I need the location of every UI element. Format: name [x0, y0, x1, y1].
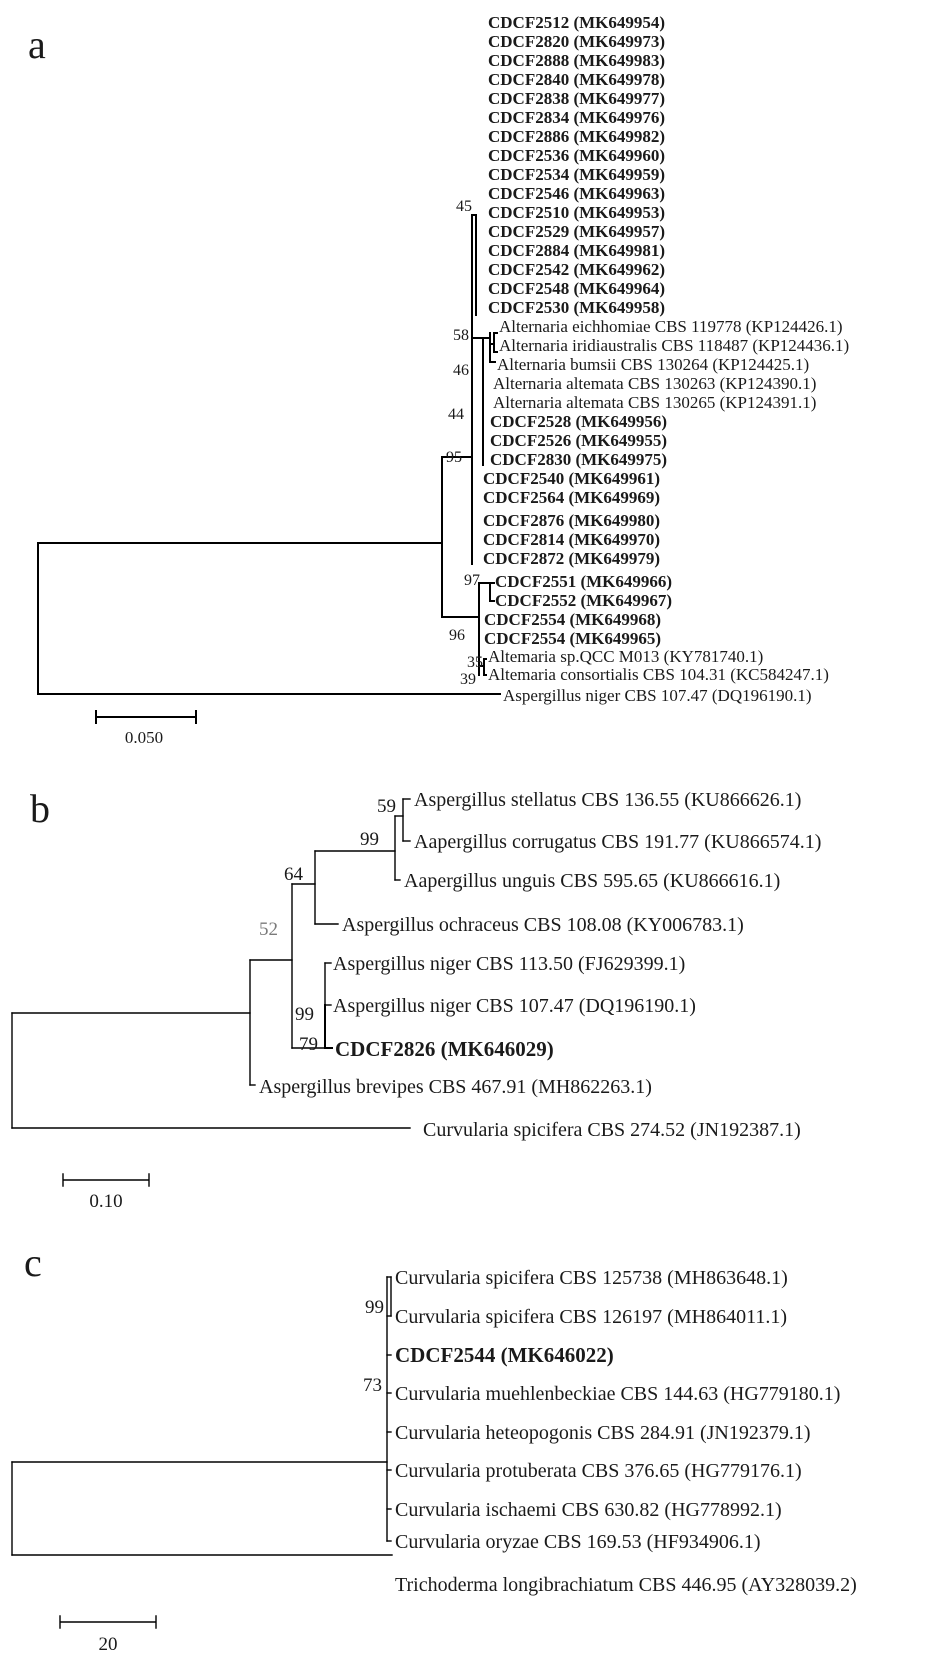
- panel-c: c Curvularia spicifera CBS 125738 (MH863…: [11, 1240, 857, 1655]
- taxon-label: Curvularia ischaemi CBS 630.82 (HG778992…: [395, 1499, 782, 1521]
- tree-a-taxa: CDCF2512 (MK649954) CDCF2820 (MK649973) …: [483, 13, 849, 705]
- taxon-label: Curvularia heteopogonis CBS 284.91 (JN19…: [395, 1422, 811, 1444]
- taxon-label: CDCF2510 (MK649953): [488, 203, 665, 222]
- taxon-label: CDCF2526 (MK649955): [490, 431, 667, 450]
- taxon-label: CDCF2534 (MK649959): [488, 165, 665, 184]
- scale-bar-label: 0.10: [89, 1191, 122, 1212]
- taxon-label: CDCF2826 (MK646029): [335, 1037, 554, 1061]
- support-value: 97: [464, 572, 480, 589]
- taxon-label: CDCF2888 (MK649983): [488, 51, 665, 70]
- taxon-label: Alternaria eichhomiae CBS 119778 (KP1244…: [499, 317, 843, 336]
- taxon-label: CDCF2528 (MK649956): [490, 412, 667, 431]
- taxon-label: Aapergillus corrugatus CBS 191.77 (KU866…: [414, 831, 821, 853]
- taxon-label: Curvularia spicifera CBS 125738 (MH86364…: [395, 1267, 788, 1289]
- support-value: 35: [467, 654, 483, 671]
- taxon-label: Aspergillus ochraceus CBS 108.08 (KY0067…: [342, 914, 744, 936]
- taxon-label: Alternaria bumsii CBS 130264 (KP124425.1…: [497, 355, 809, 374]
- scale-bar-label: 20: [99, 1634, 118, 1655]
- scale-bar-label: 0.050: [125, 728, 163, 747]
- tree-a-branches: [37, 214, 501, 695]
- taxon-label: CDCF2830 (MK649975): [490, 450, 667, 469]
- panel-letter-c: c: [24, 1240, 42, 1285]
- taxon-label: Aapergillus unguis CBS 595.65 (KU866616.…: [404, 870, 780, 892]
- support-value: 73: [363, 1375, 382, 1396]
- taxon-label: CDCF2551 (MK649966): [495, 572, 672, 591]
- scale-bar-c: 20: [59, 1615, 157, 1655]
- taxon-label: CDCF2544 (MK646022): [395, 1343, 614, 1367]
- support-value: 45: [456, 198, 472, 215]
- tree-c-taxa: Curvularia spicifera CBS 125738 (MH86364…: [395, 1267, 857, 1596]
- taxon-label: Alternaria altemata CBS 130265 (KP124391…: [493, 393, 816, 412]
- taxon-label: Alternaria altemata CBS 130263 (KP124390…: [493, 374, 816, 393]
- taxon-label: Trichoderma longibrachiatum CBS 446.95 (…: [395, 1574, 857, 1596]
- taxon-label: CDCF2536 (MK649960): [488, 146, 665, 165]
- support-value: 79: [299, 1034, 318, 1055]
- support-value: 99: [365, 1297, 384, 1318]
- taxon-label: CDCF2840 (MK649978): [488, 70, 665, 89]
- support-value: 44: [448, 406, 464, 423]
- panel-letter-a: a: [28, 22, 46, 67]
- taxon-label: Curvularia spicifera CBS 126197 (MH86401…: [395, 1306, 787, 1328]
- taxon-label: CDCF2540 (MK649961): [483, 469, 660, 488]
- taxon-label: CDCF2554 (MK649965): [484, 629, 661, 648]
- tree-b-support: 59 99 64 52 99 79: [259, 796, 396, 1055]
- scale-bar-b: 0.10: [62, 1173, 150, 1212]
- taxon-label: Altemaria sp.QCC M013 (KY781740.1): [488, 647, 763, 666]
- taxon-label: Aspergillus stellatus CBS 136.55 (KU8666…: [414, 789, 801, 811]
- taxon-label: Curvularia muehlenbeckiae CBS 144.63 (HG…: [395, 1383, 840, 1405]
- panel-b: b Aspergillus stellatus: [11, 786, 821, 1212]
- taxon-label: Aspergillus brevipes CBS 467.91 (MH86226…: [259, 1076, 652, 1098]
- support-value: 46: [453, 362, 469, 379]
- taxon-label: CDCF2884 (MK649981): [488, 241, 665, 260]
- taxon-label: CDCF2834 (MK649976): [488, 108, 665, 127]
- taxon-label: CDCF2554 (MK649968): [484, 610, 661, 629]
- taxon-label: Curvularia protuberata CBS 376.65 (HG779…: [395, 1460, 802, 1482]
- support-value: 52: [259, 919, 278, 940]
- taxon-label: CDCF2530 (MK649958): [488, 298, 665, 317]
- taxon-label: Aspergillus niger CBS 107.47 (DQ196190.1…: [503, 686, 812, 705]
- taxon-label: CDCF2814 (MK649970): [483, 530, 660, 549]
- taxon-label: CDCF2548 (MK649964): [488, 279, 665, 298]
- tree-c-branches: [11, 1276, 393, 1556]
- scale-bar-a: 0.050: [95, 710, 197, 747]
- taxon-label: Aspergillus niger CBS 113.50 (FJ629399.1…: [333, 953, 685, 975]
- tree-b-branches: [11, 798, 411, 1129]
- support-value: 58: [453, 327, 469, 344]
- support-value: 96: [449, 627, 465, 644]
- taxon-label: CDCF2886 (MK649982): [488, 127, 665, 146]
- taxon-label: CDCF2529 (MK649957): [488, 222, 665, 241]
- taxon-label: CDCF2876 (MK649980): [483, 511, 660, 530]
- panel-a: a: [28, 13, 849, 747]
- taxon-label: CDCF2542 (MK649962): [488, 260, 665, 279]
- taxon-label: Curvularia spicifera CBS 274.52 (JN19238…: [423, 1119, 801, 1141]
- taxon-label: Aspergillus niger CBS 107.47 (DQ196190.1…: [333, 995, 696, 1017]
- taxon-label: Curvularia oryzae CBS 169.53 (HF934906.1…: [395, 1531, 761, 1553]
- support-value: 59: [377, 796, 396, 817]
- tree-c-support: 99 73: [363, 1297, 384, 1396]
- taxon-label: Alternaria iridiaustralis CBS 118487 (KP…: [499, 336, 849, 355]
- taxon-label: CDCF2564 (MK649969): [483, 488, 660, 507]
- panel-letter-b: b: [30, 786, 50, 831]
- taxon-label: CDCF2820 (MK649973): [488, 32, 665, 51]
- taxon-label: CDCF2512 (MK649954): [488, 13, 665, 32]
- support-value: 99: [295, 1004, 314, 1025]
- tree-a-support: 45 58 46 44 95 97 96 35 39: [446, 198, 483, 688]
- support-value: 99: [360, 829, 379, 850]
- taxon-label: CDCF2552 (MK649967): [495, 591, 672, 610]
- taxon-label: CDCF2872 (MK649979): [483, 549, 660, 568]
- support-value: 39: [460, 671, 476, 688]
- taxon-label: CDCF2546 (MK649963): [488, 184, 665, 203]
- tree-b-taxa: Aspergillus stellatus CBS 136.55 (KU8666…: [259, 789, 821, 1141]
- taxon-label: Altemaria consortialis CBS 104.31 (KC584…: [488, 665, 829, 684]
- support-value: 95: [446, 449, 462, 466]
- taxon-label: CDCF2838 (MK649977): [488, 89, 665, 108]
- support-value: 64: [284, 864, 304, 885]
